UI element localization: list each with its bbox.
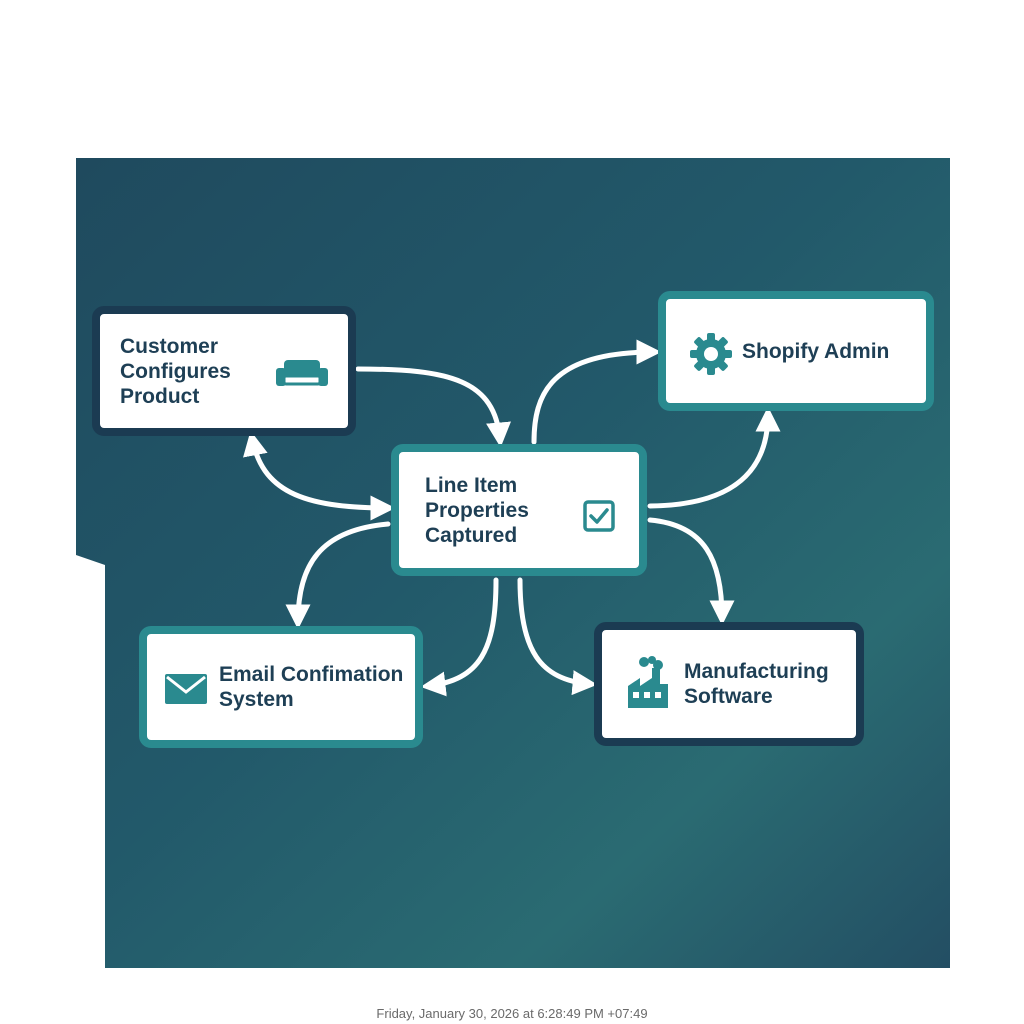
- arrow-center-to-manufacturing-down: [647, 517, 735, 626]
- node-label: Line Item Properties Captured: [425, 473, 529, 547]
- arrow-center-to-shopify: [531, 339, 662, 445]
- timestamp: Friday, January 30, 2026 at 6:28:49 PM +…: [376, 1006, 648, 1021]
- sofa-icon: [276, 358, 328, 393]
- node-label: Customer Configures Product: [120, 334, 231, 408]
- arrow-center-customer-bidirectional: [243, 430, 396, 521]
- node-email-confirmation-system: Email Confimation System: [139, 626, 423, 748]
- node-line-item-properties-captured: Line Item Properties Captured: [391, 444, 647, 576]
- node-shopify-admin: Shopify Admin: [658, 291, 934, 411]
- gear-icon: [690, 333, 732, 380]
- node-label: Email Confimation System: [219, 663, 404, 711]
- arrow-center-to-email-curve: [420, 577, 499, 697]
- node-manufacturing-software: Manufacturing Software: [594, 622, 864, 746]
- node-label: Shopify Admin: [742, 339, 890, 363]
- arrow-customer-to-center: [355, 366, 511, 448]
- arrow-center-to-email-down: [285, 521, 391, 630]
- node-label: Manufacturing Software: [684, 660, 829, 708]
- factory-icon: [626, 656, 670, 713]
- arrow-center-to-shopify-right: [647, 406, 781, 509]
- envelope-icon: [165, 674, 207, 709]
- checkbox-icon: [583, 500, 615, 537]
- node-customer-configures-product: Customer Configures Product: [92, 306, 356, 436]
- arrow-center-to-manufacturing-curve: [517, 577, 598, 696]
